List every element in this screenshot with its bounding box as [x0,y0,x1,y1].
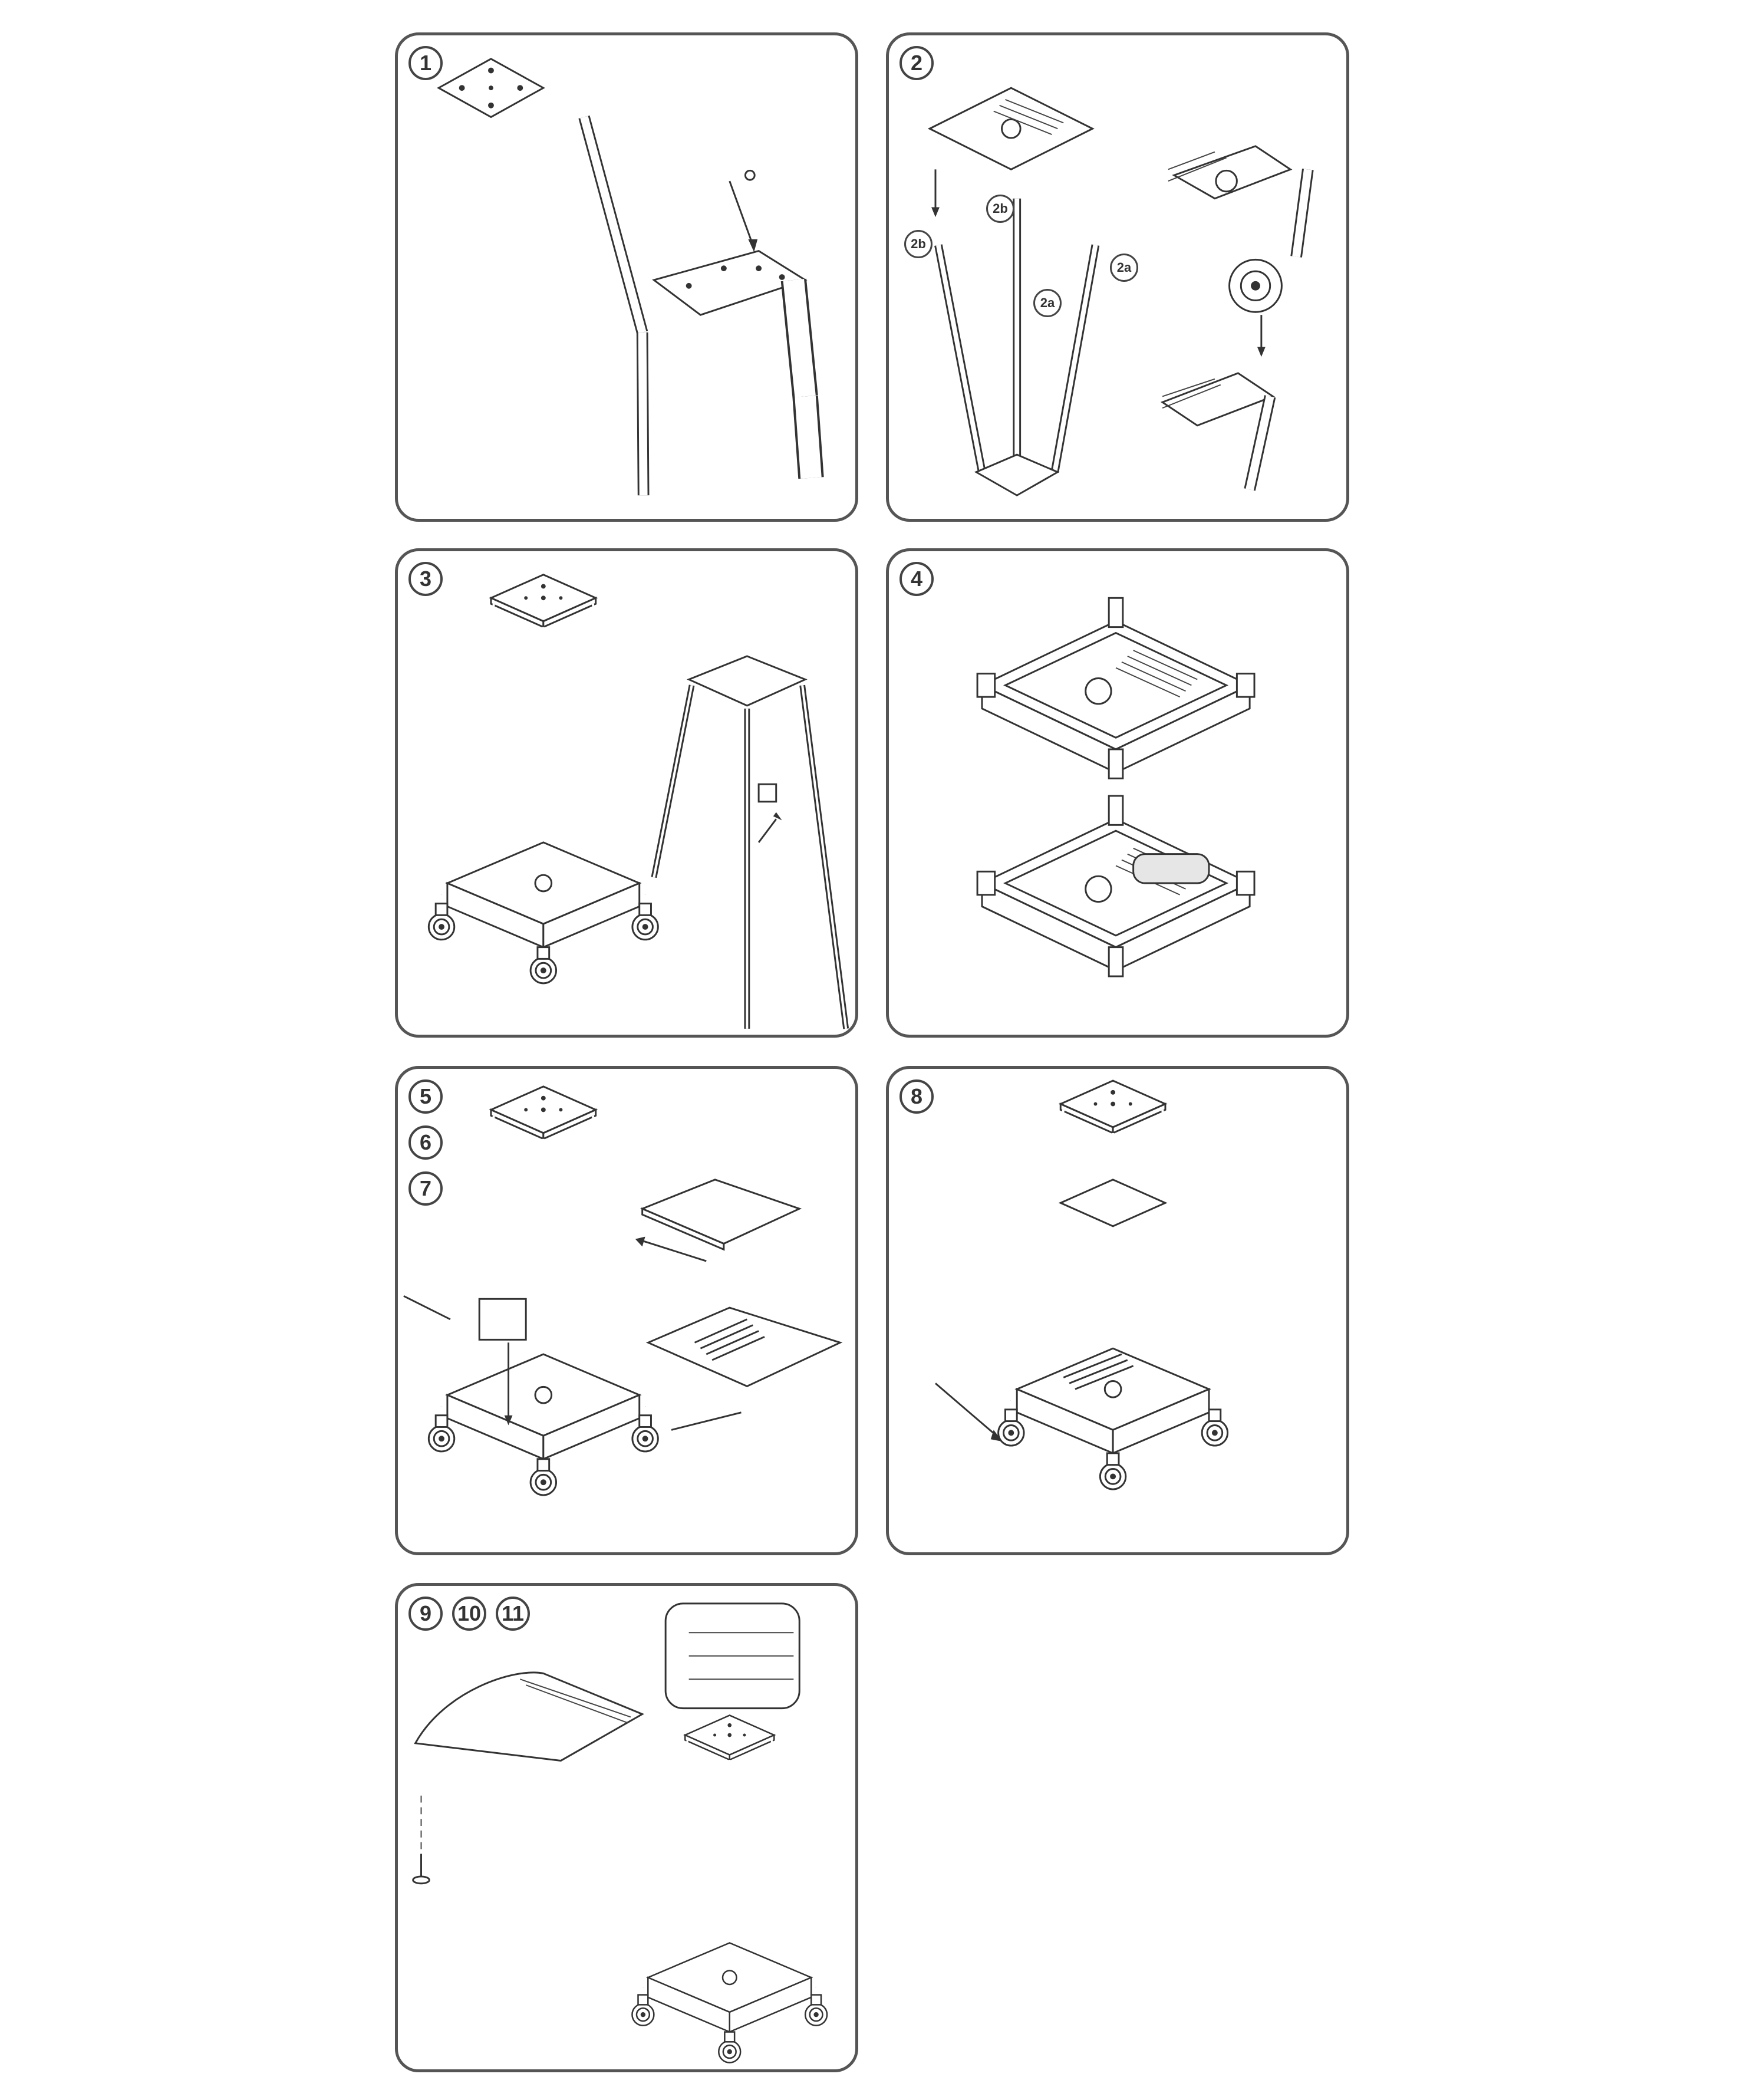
step-9-11-panel: 9 10 11 [395,1583,858,2072]
step-1-illustration [437,58,824,496]
step-3-panel: 3 [395,548,858,1038]
step-8-panel: 8 [886,1066,1349,1555]
sub-step-label: 2b [904,230,933,258]
step-badge: 5 [408,1079,443,1114]
step-2-illustration [927,87,1314,496]
step-2-panel: 2 2b 2b 2a 2a [886,32,1349,522]
step-badge: 8 [899,1079,934,1114]
step-badge: 3 [408,562,443,596]
step-3-illustration [398,551,849,1029]
step-badge: 1 [408,46,443,80]
sub-step-label: 2a [1110,254,1138,282]
step-badge: 7 [408,1171,443,1206]
sub-step-label: 2b [986,195,1014,223]
step-9-11-illustration [412,1602,855,2069]
step-badge: 2 [899,46,934,80]
step-badge: 9 [408,1597,443,1631]
step-4-panel: 4 [886,548,1349,1038]
step-5-7-panel: 5 6 7 [395,1066,858,1555]
step-badge: 4 [899,562,934,596]
sub-step-label: 2a [1033,289,1062,317]
step-badge: 11 [496,1597,530,1631]
step-5-7-illustration [403,1069,843,1552]
step-badge: 6 [408,1125,443,1160]
step-4-illustration [976,597,1256,977]
step-8-illustration [935,1069,1346,1552]
step-badge: 10 [452,1597,486,1631]
step-1-panel: 1 [395,32,858,522]
